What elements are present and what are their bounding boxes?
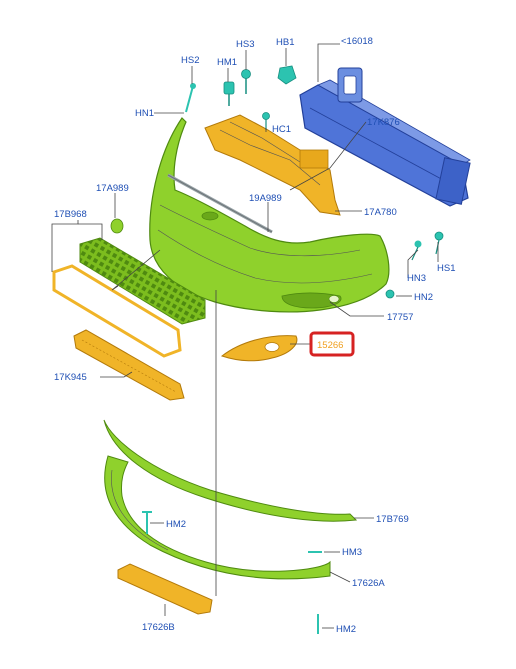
label-hm2-bottom[interactable]: HM2	[336, 624, 356, 635]
label-hn2-top[interactable]: HN2	[414, 292, 433, 303]
fastener-hn2-top[interactable]	[385, 289, 395, 299]
leader-lines	[51, 43, 439, 629]
label-hs1[interactable]: HS1	[437, 263, 455, 274]
highlight-box-15266	[309, 331, 355, 357]
label-hn3[interactable]: HN3	[407, 273, 426, 284]
fastener-hn3[interactable]	[411, 240, 422, 261]
splash-shield-17626b[interactable]	[117, 563, 213, 615]
lower-lip-17b769[interactable]	[103, 419, 358, 522]
label-hs3[interactable]: HS3	[236, 39, 254, 50]
label-17a780[interactable]: 17A780	[364, 207, 397, 218]
energy-absorber-17a780[interactable]	[204, 114, 341, 216]
lower-valance-17626a[interactable]	[104, 455, 331, 580]
label-hm3[interactable]: HM3	[342, 547, 362, 558]
label-hb1[interactable]: HB1	[276, 37, 294, 48]
grille-17b968[interactable]	[79, 237, 206, 325]
fastener-hs1[interactable]	[434, 231, 444, 255]
label-17k945[interactable]: 17K945	[54, 372, 87, 383]
grille-surround[interactable]	[52, 264, 182, 358]
label-hm1[interactable]: HM1	[217, 57, 237, 68]
label-17b968[interactable]: 17B968	[54, 209, 87, 220]
fastener-hm2-mid[interactable]	[142, 511, 152, 534]
fastener-hm1[interactable]	[223, 81, 235, 106]
fastener-hs2[interactable]	[185, 83, 196, 113]
fastener-hb1[interactable]	[277, 65, 297, 85]
lower-grille-17k945[interactable]	[73, 329, 185, 401]
part-labels: HS2 HM1 HS3 HB1 <16018 HN1 HC1 17K876 17…	[54, 36, 455, 635]
label-hm2-mid[interactable]: HM2	[166, 519, 186, 530]
label-17k876[interactable]: 17K876	[367, 117, 400, 128]
fastener-hs3[interactable]	[241, 69, 251, 95]
label-17b769[interactable]: 17B769	[376, 514, 409, 525]
fastener-17a989[interactable]	[110, 218, 124, 234]
bracket-16018[interactable]	[337, 67, 363, 103]
label-hc1[interactable]: HC1	[272, 124, 291, 135]
label-17757[interactable]: 17757	[387, 312, 413, 323]
label-hs2[interactable]: HS2	[181, 55, 199, 66]
label-17a989[interactable]: 17A989	[96, 183, 129, 194]
label-hn1[interactable]: HN1	[135, 108, 154, 119]
label-19a989[interactable]: 19A989	[249, 193, 282, 204]
label-15266[interactable]: 15266	[317, 340, 343, 351]
bumper-cover-17757[interactable]	[149, 117, 390, 313]
label-17626b[interactable]: 17626B	[142, 622, 175, 633]
label-17626a[interactable]: 17626A	[352, 578, 385, 589]
label-16018[interactable]: <16018	[341, 36, 373, 47]
fog-lamp-bezel-15266[interactable]	[220, 335, 298, 362]
